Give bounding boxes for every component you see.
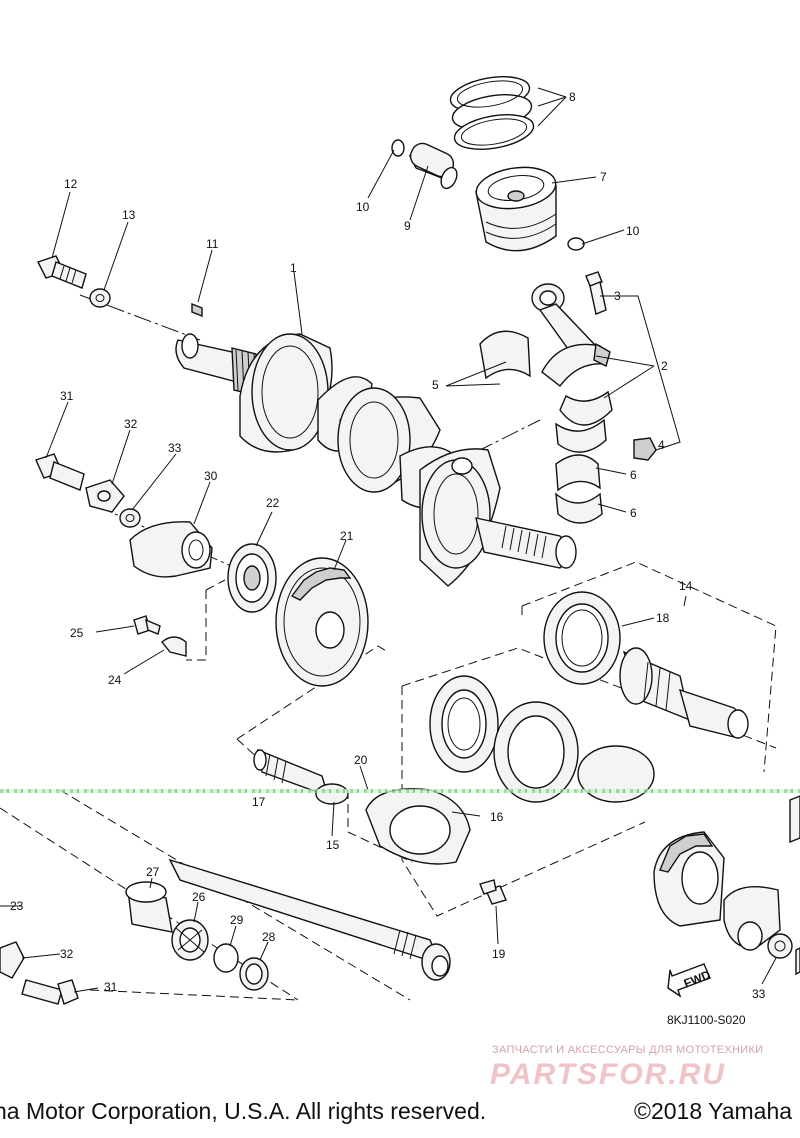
piston [475,166,557,252]
washer-33-upper [119,508,141,528]
o-ring-15 [315,783,349,805]
callout-33-lower: 33 [752,987,766,1001]
housing-20 [365,788,471,865]
bolt-31-upper [35,453,85,491]
callout-30: 30 [204,469,218,483]
callout-33-upper: 33 [168,441,182,455]
shaft-assembly-14 [619,647,749,739]
callout-27: 27 [146,865,160,879]
assembly-box-16 [401,647,777,917]
callout-21: 21 [340,529,354,543]
bolt-19 [479,879,507,905]
callout-8: 8 [569,90,576,104]
copyright-left: ha Motor Corporation, U.S.A. All rights … [0,1098,487,1124]
bolt-31-lower [21,979,79,1005]
long-shaft-23 [168,858,451,981]
callout-11: 11 [206,237,219,251]
callout-14: 14 [679,579,693,593]
callout-3: 3 [614,289,621,303]
forward-direction-arrow: FWD [667,963,713,998]
bearing-5-lower [555,418,607,453]
collar-27 [125,881,173,933]
callout-26: 26 [192,890,206,904]
ring-28 [239,957,269,991]
scan-artifact-line [0,789,800,793]
callout-7: 7 [600,170,607,184]
callout-10-left: 10 [356,200,370,214]
callout-6-upper: 6 [630,468,637,482]
callout-16: 16 [490,810,504,824]
callout-13: 13 [122,208,136,222]
callout-32-lower: 32 [60,947,74,961]
bearing-box16 [429,675,655,803]
copyright-right: ©2018 Yamaha [634,1098,793,1124]
watermark-logo: PARTSFOR.RU [490,1058,726,1091]
bearing-5-upper [479,330,531,380]
callout-12: 12 [64,177,78,191]
callout-2: 2 [661,359,668,373]
watermark-tagline: ЗАПЧАСТИ И АКСЕССУАРЫ ДЛЯ МОТОТЕХНИКИ [492,1044,764,1056]
assembly-box-14 [521,561,777,773]
callout-25: 25 [70,626,84,640]
callout-6-lower: 6 [630,506,637,520]
copyright-footer: ha Motor Corporation, U.S.A. All rights … [0,1098,800,1134]
callout-20: 20 [354,753,368,767]
axis-line-gear [94,504,241,571]
bolt-12 [37,255,87,289]
circlip-29 [213,943,239,973]
bearing-6-lower [555,492,603,524]
needle-bearing-26 [171,919,209,961]
piston-rings [449,76,535,150]
callout-23: 23 [10,899,24,913]
oil-seal-18 [543,591,621,685]
callout-15: 15 [326,838,340,852]
key-11 [191,302,203,318]
rod-nut-4 [633,437,657,461]
callout-17: 17 [252,795,266,809]
callout-4: 4 [658,438,665,452]
lock-plate-32-lower [0,941,25,979]
diagram-code: 8KJ1100-S020 [667,1013,746,1027]
connecting-rod [531,283,613,426]
callout-10-right: 10 [626,224,640,238]
weight-right-lower [723,886,781,951]
callout-22: 22 [266,496,280,510]
gear-right-lower [653,831,725,927]
callout-1: 1 [290,261,297,275]
bearing-6-upper [555,454,601,492]
lock-plate-32-upper [85,479,125,513]
partial-part-right-edge [789,795,800,976]
callout-31-upper: 31 [60,389,74,403]
bolt-25 [133,615,161,635]
leader-lines [0,87,777,993]
crankshaft [175,333,577,587]
callout-5: 5 [432,378,439,392]
lock-plate-24 [161,636,187,657]
balancer-gear-21 [275,557,369,687]
assembly-box-24-22 [186,579,226,661]
callout-24: 24 [108,673,122,687]
piston-pin-clip-right [567,237,585,251]
bearing-22 [227,543,277,613]
washer-33-lower [767,933,793,959]
piston-pin-clip-left [391,139,405,157]
washer-13 [89,288,111,308]
callout-labels: 1 2 3 4 5 6 6 7 8 9 10 10 11 12 13 14 15… [10,90,766,1001]
callout-29: 29 [230,913,244,927]
callout-19: 19 [492,947,506,961]
piston-pin [408,142,458,190]
axis-line-upper [79,294,201,341]
callout-32-upper: 32 [124,417,138,431]
balancer-weight-30 [129,521,213,578]
callout-31-lower: 31 [104,980,118,994]
rod-bolt-3 [585,271,607,315]
callout-28: 28 [262,930,276,944]
callout-9: 9 [404,219,411,233]
axis-line-rod [475,419,541,453]
callout-18: 18 [656,611,670,625]
